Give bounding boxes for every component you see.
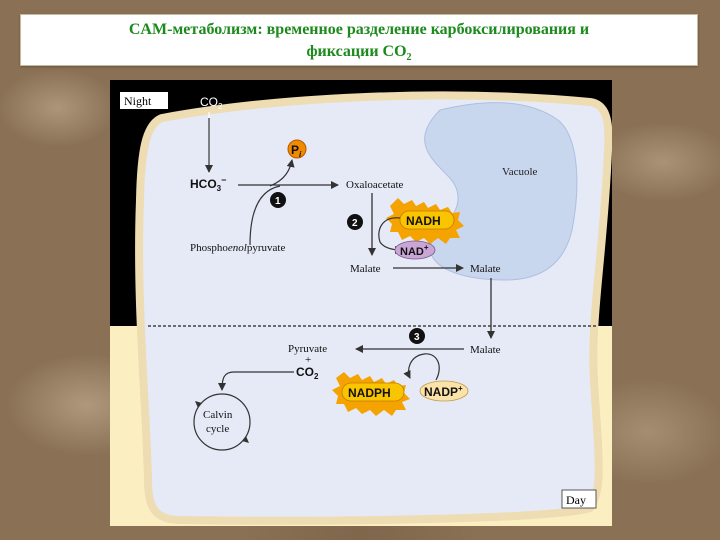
co2-out-label: CO2 — [296, 365, 319, 381]
step-3-badge — [409, 328, 425, 344]
malate-vacuole-label: Malate — [470, 263, 501, 275]
title-line-1: CAM-метаболизм: временное разделение кар… — [128, 21, 590, 38]
malate-cytosol-label: Malate — [350, 263, 381, 275]
day-label-box — [561, 489, 597, 509]
vacuole — [424, 102, 578, 281]
calvin-arrow-head-2 — [242, 436, 249, 443]
nadp-to-nadph-arrow — [403, 353, 440, 381]
title-line-2: фиксации СО2 — [306, 43, 412, 64]
co2-to-calvin-arrow — [218, 371, 294, 391]
step-3-label: 3 — [414, 332, 420, 343]
night-label: Night — [124, 94, 152, 108]
nad-pill — [394, 240, 436, 260]
nadh-to-nad-arrow — [378, 217, 403, 254]
nadh-pill — [399, 210, 455, 230]
calvin-cycle-circle — [193, 393, 251, 451]
nadh-label: NADH — [406, 214, 441, 228]
co2-in-label: CO2 — [200, 95, 223, 111]
step-1-label: 1 — [275, 196, 281, 207]
step-2-badge — [347, 214, 363, 230]
nadp-label: NADP+ — [424, 384, 463, 399]
night-label-box — [120, 92, 168, 109]
calvin-arrow-head-1 — [195, 401, 202, 408]
plus-label: + — [305, 354, 311, 366]
hco3-label: HCO3− — [190, 175, 226, 193]
nadp-pill — [419, 380, 469, 402]
step-2-label: 2 — [352, 218, 358, 229]
pep-label: Phosphoenolpyruvate — [190, 242, 285, 254]
cam-diagram-svg: Vacuole Night Day CO2 HCO3− Pi 1 Phospho… — [110, 80, 613, 526]
nadph-label: NADPH — [348, 386, 391, 400]
pep-to-reaction-curve — [249, 185, 281, 246]
vacuole-label: Vacuole — [502, 166, 538, 178]
cam-diagram-figure: Vacuole Night Day CO2 HCO3− Pi 1 Phospho… — [110, 80, 613, 526]
pi-badge — [287, 139, 307, 159]
calvin-label-line-2: cycle — [206, 423, 229, 435]
malate-day-label: Malate — [470, 344, 501, 356]
nad-label: NAD+ — [400, 243, 429, 258]
pi-label: Pi — [291, 143, 302, 159]
nadph-pill — [341, 382, 405, 402]
step-1-badge — [270, 192, 286, 208]
oxaloacetate-label: Oxaloacetate — [346, 179, 404, 191]
pyruvate-label: Pyruvate — [288, 343, 327, 355]
day-label: Day — [566, 493, 586, 507]
slide-title: CAM-метаболизм: временное разделение кар… — [20, 14, 698, 66]
calvin-label-line-1: Calvin — [203, 409, 233, 421]
